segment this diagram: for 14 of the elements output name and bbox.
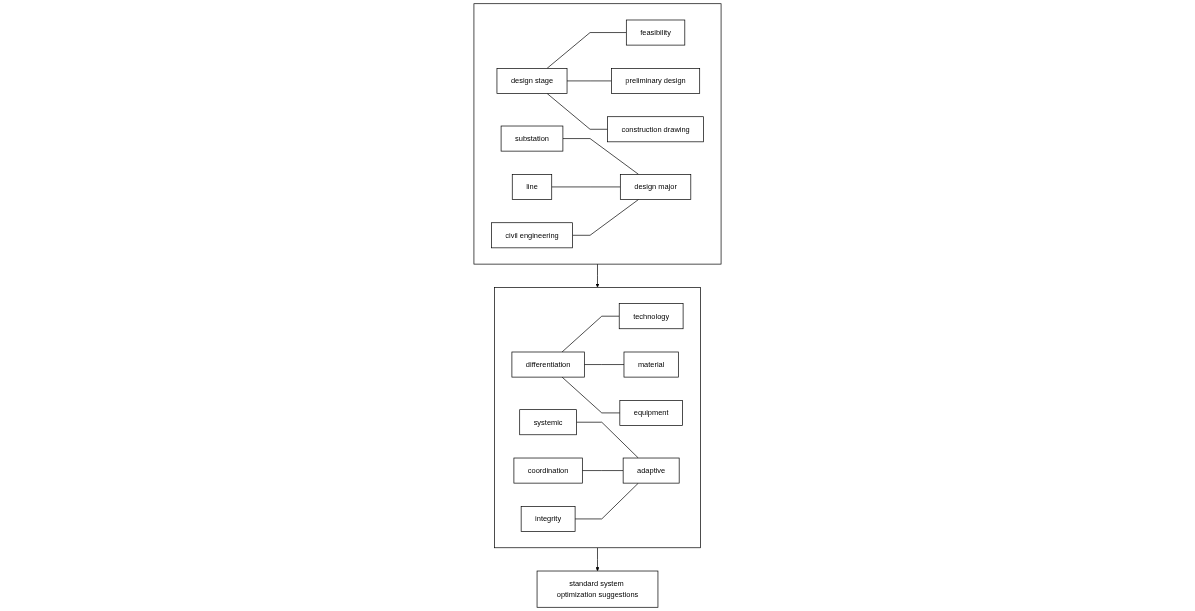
connector — [551, 186, 621, 188]
connector — [566, 80, 612, 82]
connector — [561, 315, 620, 353]
connector — [576, 421, 639, 459]
cluster — [494, 287, 701, 549]
connector — [562, 138, 639, 175]
connector — [561, 376, 621, 414]
cluster — [473, 3, 722, 265]
connector — [582, 470, 624, 471]
connector — [546, 93, 608, 130]
connector — [546, 32, 627, 69]
connector — [584, 364, 625, 365]
connector — [574, 482, 639, 520]
connector — [572, 199, 639, 236]
